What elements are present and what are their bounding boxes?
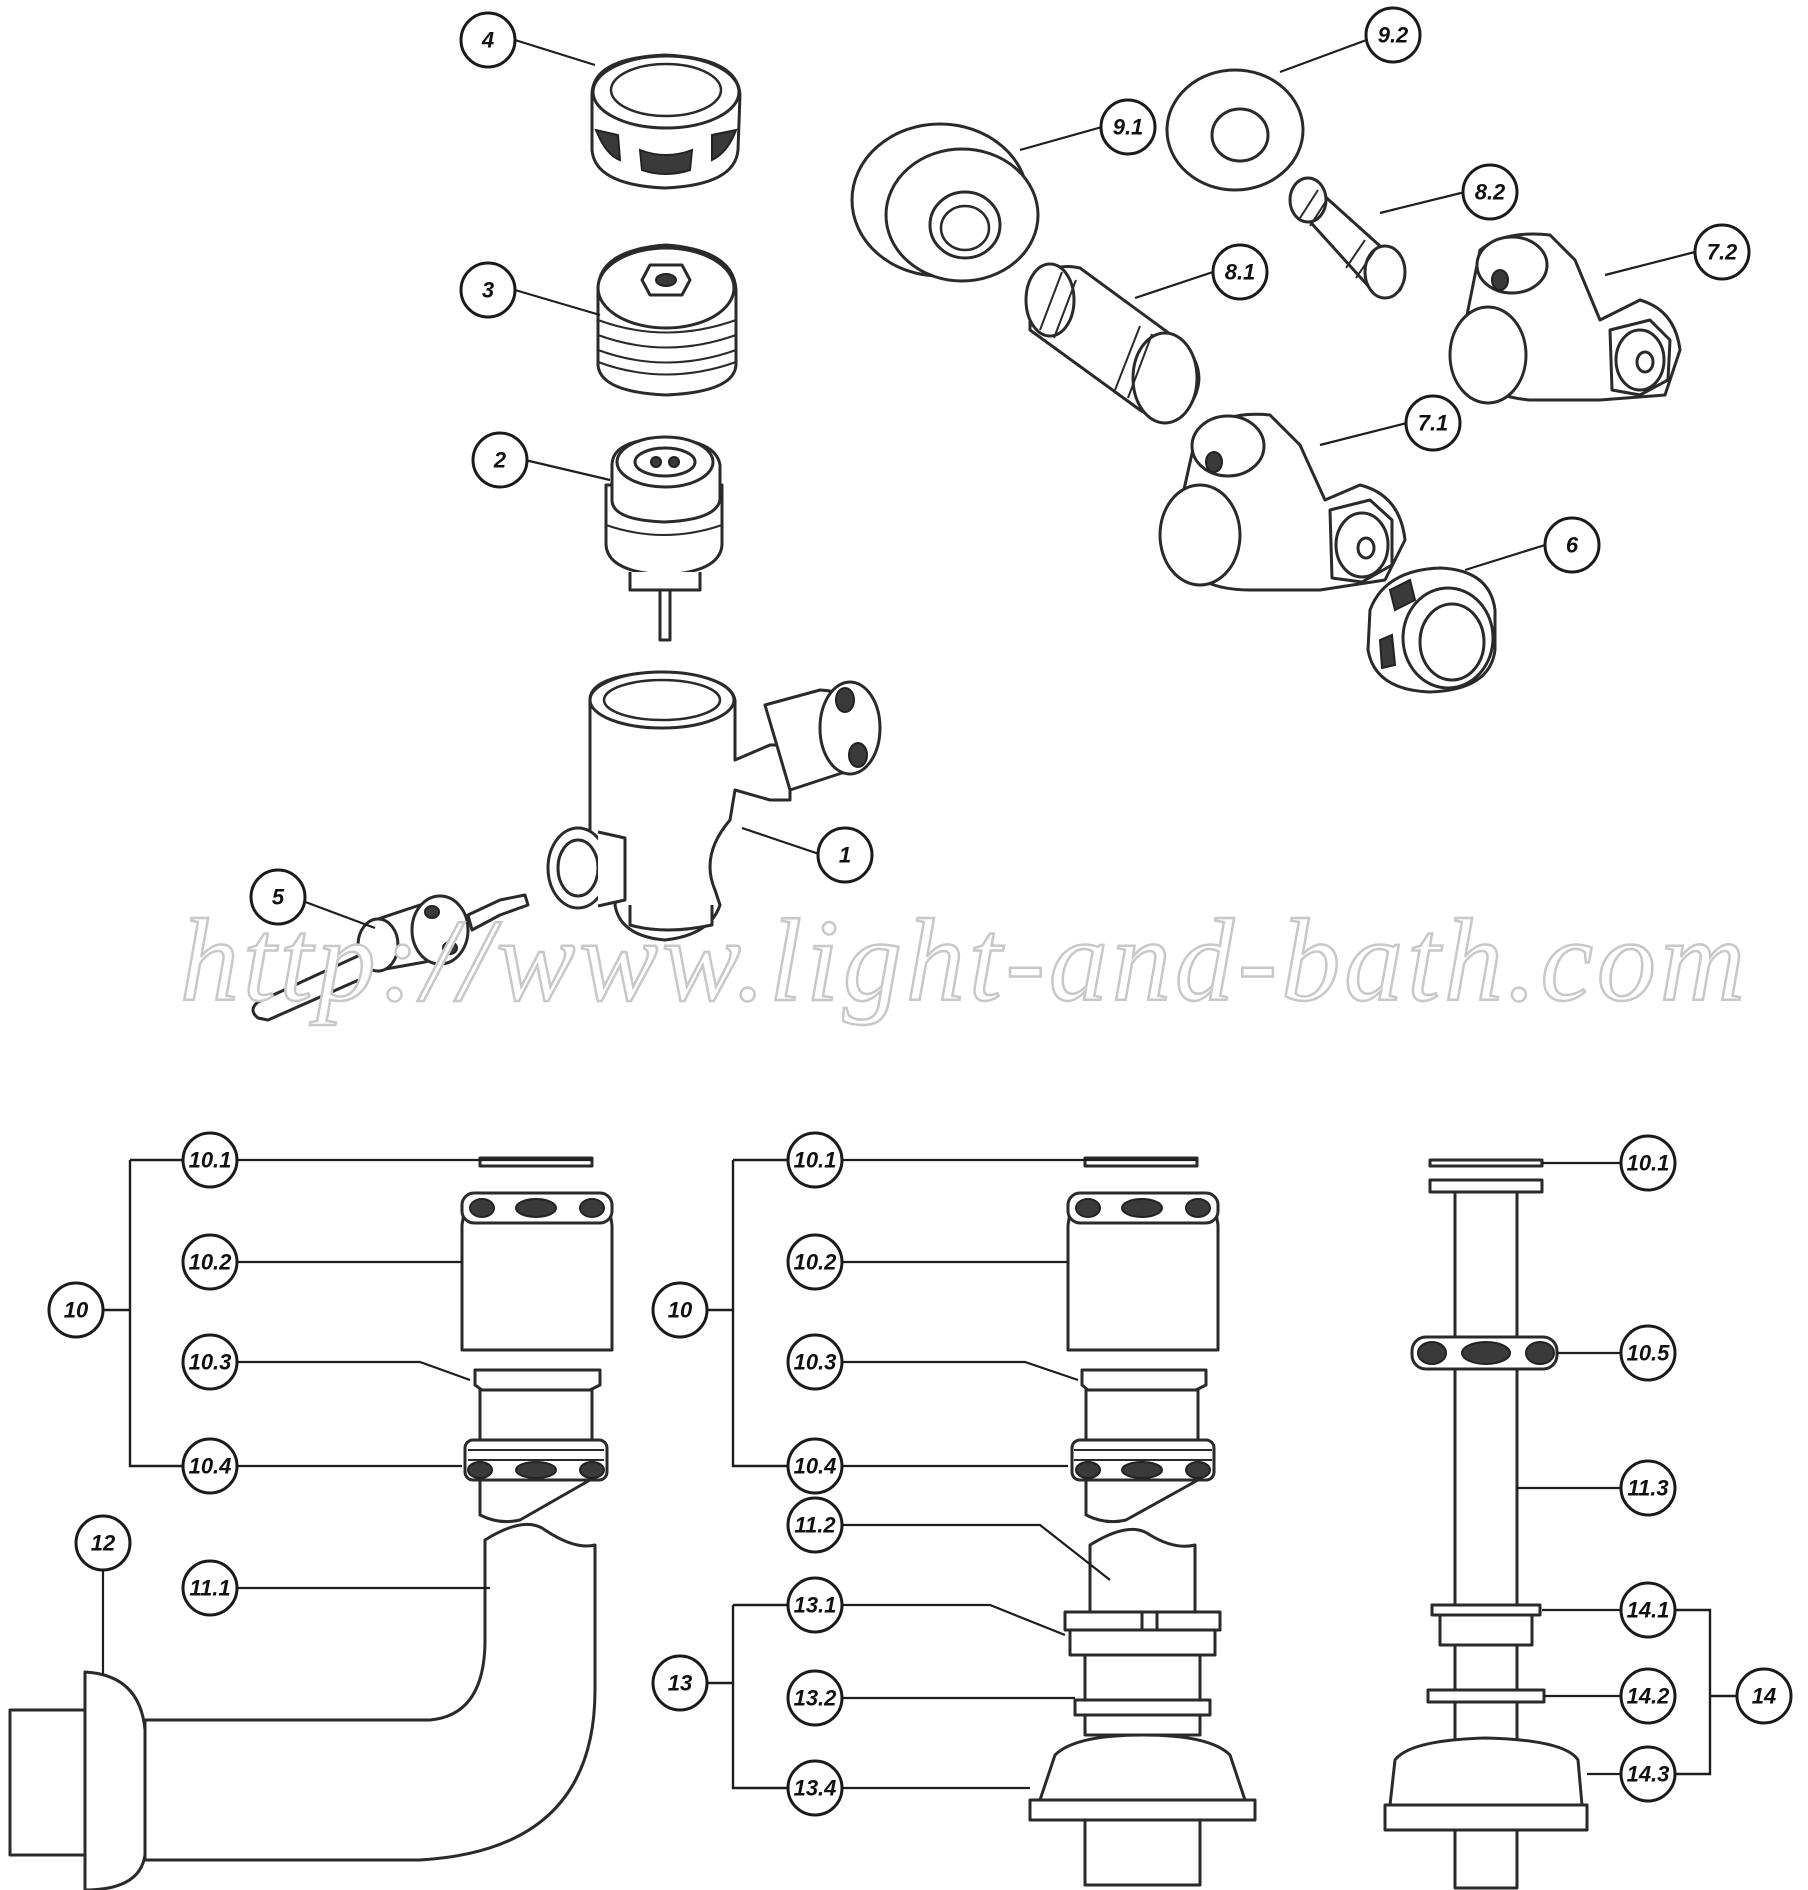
svg-text:11.2: 11.2 — [794, 1513, 836, 1538]
callout-9-2: 9.2 — [1364, 6, 1422, 64]
callout-c-14-2: 14.2 — [1619, 1667, 1677, 1725]
callout-b-13-4: 13.4 — [786, 1759, 844, 1817]
svg-text:10.1: 10.1 — [794, 1148, 837, 1173]
svg-text:14: 14 — [1752, 1684, 1776, 1709]
part-5-handle-assembly — [251, 893, 530, 1022]
part-12-escutcheon — [8, 1670, 147, 1890]
callout-c-11-3: 11.3 — [1619, 1459, 1677, 1517]
callout-a-10-1: 10.1 — [181, 1131, 239, 1189]
svg-text:5: 5 — [272, 885, 285, 910]
callout-a-10-3: 10.3 — [181, 1333, 239, 1391]
svg-text:9.1: 9.1 — [1113, 115, 1144, 140]
svg-text:7.1: 7.1 — [1418, 411, 1449, 436]
part-7-2-angle-valve — [1448, 232, 1682, 405]
assembly-c-parts — [1383, 1158, 1589, 1890]
svg-text:14.2: 14.2 — [1627, 1684, 1671, 1709]
callout-b-10: 10 — [651, 1281, 709, 1339]
part-7-1-angle-valve — [1158, 412, 1407, 592]
part-1-valve-body — [546, 670, 882, 942]
svg-text:14.1: 14.1 — [1627, 1598, 1670, 1623]
callout-a-10-4: 10.4 — [181, 1437, 239, 1495]
callout-4: 4 — [459, 11, 517, 69]
part-4-cap — [590, 53, 742, 190]
part-9-2-flange — [1165, 68, 1305, 192]
svg-text:9.2: 9.2 — [1378, 23, 1409, 48]
part-6-nut — [1366, 566, 1497, 694]
callout-a-12: 12 — [74, 1514, 132, 1572]
callout-7-1: 7.1 — [1404, 394, 1462, 452]
svg-text:10.5: 10.5 — [1627, 1341, 1671, 1366]
svg-text:10.2: 10.2 — [189, 1250, 233, 1275]
leader-lines — [101, 33, 1737, 1790]
svg-text:13.2: 13.2 — [794, 1686, 838, 1711]
svg-text:1: 1 — [839, 843, 851, 868]
callout-c-10-5: 10.5 — [1619, 1324, 1677, 1382]
svg-text:2: 2 — [493, 448, 507, 473]
svg-text:10: 10 — [64, 1298, 89, 1323]
part-8-1-nipple — [1024, 262, 1201, 425]
callout-c-10-1: 10.1 — [1619, 1134, 1677, 1192]
svg-text:10.1: 10.1 — [189, 1148, 232, 1173]
part-2-piston — [604, 435, 724, 642]
callout-c-14-1: 14.1 — [1619, 1581, 1677, 1639]
svg-text:8.1: 8.1 — [1225, 260, 1256, 285]
svg-text:14.3: 14.3 — [1627, 1762, 1670, 1787]
callout-b-10-1: 10.1 — [786, 1131, 844, 1189]
svg-text:8.2: 8.2 — [1475, 180, 1506, 205]
part-3-bonnet — [596, 243, 738, 397]
svg-text:7.2: 7.2 — [1707, 240, 1738, 265]
callout-2: 2 — [471, 431, 529, 489]
callout-b-10-3: 10.3 — [786, 1333, 844, 1391]
svg-text:13.1: 13.1 — [794, 1593, 837, 1618]
svg-text:10.4: 10.4 — [794, 1454, 837, 1479]
part-8-2-nipple — [1288, 176, 1407, 300]
callout-a-11-1: 11.1 — [181, 1559, 239, 1617]
callout-b-13: 13 — [651, 1654, 709, 1712]
part-9-1-escutcheon — [850, 122, 1040, 283]
callout-b-13-2: 13.2 — [786, 1669, 844, 1727]
svg-text:10.3: 10.3 — [189, 1350, 232, 1375]
assembly-a-parts — [143, 1156, 614, 1862]
callout-8-2: 8.2 — [1461, 163, 1519, 221]
callout-7-2: 7.2 — [1693, 223, 1751, 281]
svg-text:11.3: 11.3 — [1627, 1476, 1668, 1501]
svg-text:10.1: 10.1 — [1627, 1151, 1670, 1176]
svg-text:10.4: 10.4 — [189, 1454, 232, 1479]
callout-5: 5 — [249, 868, 307, 926]
callout-c-14: 14 — [1735, 1667, 1793, 1725]
svg-text:4: 4 — [481, 28, 494, 53]
callout-8-1: 8.1 — [1211, 243, 1269, 301]
svg-text:3: 3 — [482, 278, 494, 303]
callout-3: 3 — [459, 261, 517, 319]
svg-text:12: 12 — [91, 1531, 116, 1556]
callout-a-10: 10 — [47, 1281, 105, 1339]
callout-b-10-4: 10.4 — [786, 1437, 844, 1495]
callout-9-1: 9.1 — [1099, 98, 1157, 156]
callout-a-10-2: 10.2 — [181, 1233, 239, 1291]
svg-text:13: 13 — [668, 1671, 692, 1696]
svg-text:10: 10 — [668, 1298, 693, 1323]
svg-text:13.4: 13.4 — [794, 1776, 837, 1801]
assembly-b-parts — [1028, 1156, 1257, 1887]
callout-b-13-1: 13.1 — [786, 1576, 844, 1634]
callout-1: 1 — [816, 826, 874, 884]
callout-c-14-3: 14.3 — [1619, 1745, 1677, 1803]
svg-text:6: 6 — [1566, 533, 1579, 558]
svg-text:11.1: 11.1 — [189, 1576, 230, 1601]
callout-6: 6 — [1543, 516, 1601, 574]
callout-b-10-2: 10.2 — [786, 1233, 844, 1291]
svg-text:10.2: 10.2 — [794, 1250, 838, 1275]
callout-b-11-2: 11.2 — [786, 1496, 844, 1554]
watermark-text: http://www.light-and-bath.com — [180, 895, 1749, 1026]
svg-text:10.3: 10.3 — [794, 1350, 837, 1375]
